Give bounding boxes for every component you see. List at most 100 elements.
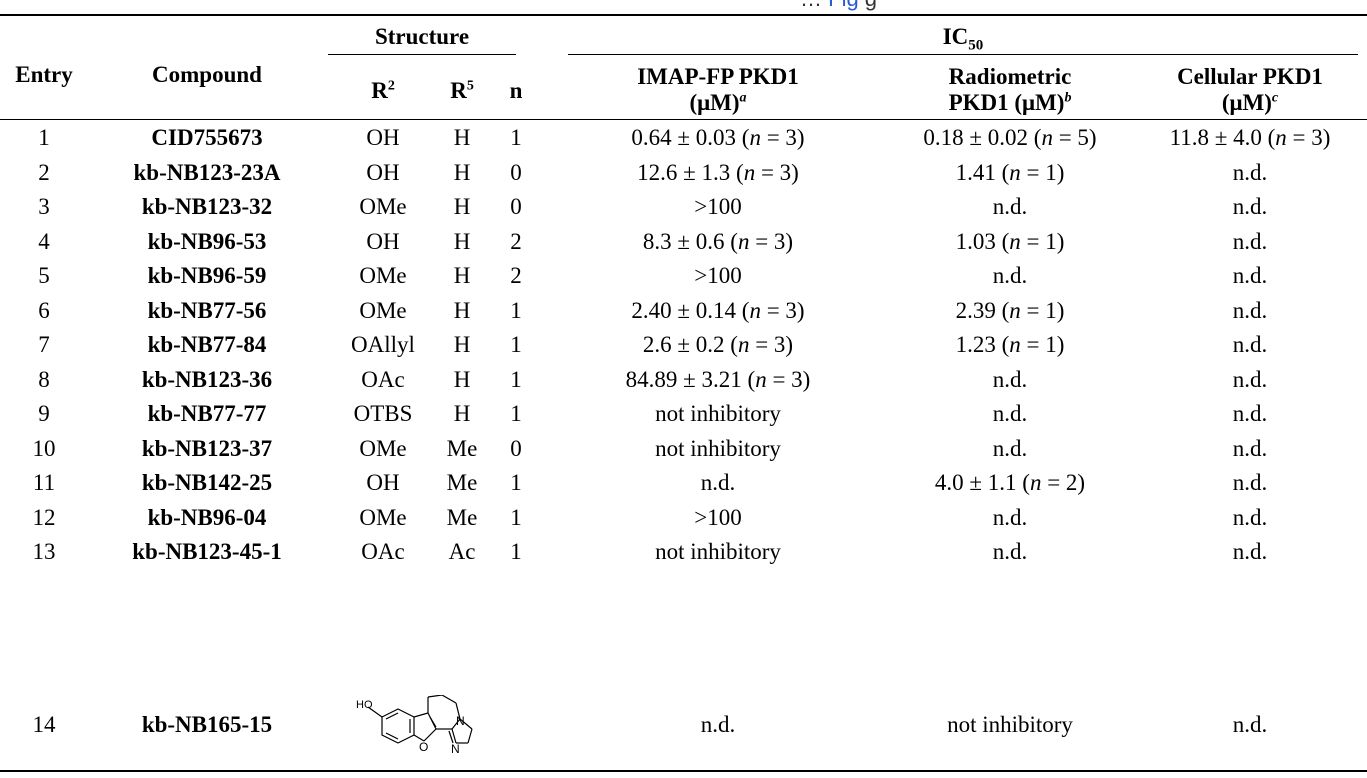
cell-entry: 6 (38, 298, 50, 323)
cell-compound: CID755673 (151, 125, 263, 150)
cell-r2: OH (366, 160, 400, 185)
cell-imap: not inhibitory (655, 436, 781, 461)
cell-cell: n.d. (1232, 298, 1268, 323)
cell-n: 1 (510, 470, 522, 495)
cell-imap: not inhibitory (655, 401, 781, 426)
cell-radio: n.d. (992, 401, 1028, 426)
bottom-rule (0, 770, 1367, 772)
cell-n: 0 (510, 194, 522, 219)
header-imap: IMAP-FP PKD1 (μM)a (637, 64, 799, 115)
cell-compound: kb-NB123-32 (141, 194, 273, 219)
structure-label-n1: N (456, 714, 465, 728)
cell-r2: OH (366, 470, 400, 495)
cell-r2: OMe (359, 194, 407, 219)
cell-r5: H (453, 367, 471, 392)
cell-imap: 84.89 ± 3.21 (n = 3) (625, 367, 811, 392)
cell-entry: 7 (38, 332, 50, 357)
cell-cell: n.d. (1232, 367, 1268, 392)
cell-r5: H (453, 298, 471, 323)
cell-r2: OMe (359, 505, 407, 530)
cell-cell: n.d. (1232, 712, 1268, 737)
cell-imap: 2.40 ± 0.14 (n = 3) (631, 298, 805, 323)
cell-cell: 11.8 ± 4.0 (n = 3) (1169, 125, 1331, 150)
cell-n: 1 (510, 401, 522, 426)
structure-underline (328, 54, 516, 55)
cell-compound: kb-NB142-25 (141, 470, 273, 495)
cell-n: 1 (510, 505, 522, 530)
cell-r5: H (453, 263, 471, 288)
cell-compound: kb-NB77-56 (147, 298, 267, 323)
cell-imap: >100 (694, 263, 742, 288)
cell-imap: 8.3 ± 0.6 (n = 3) (642, 229, 794, 254)
cell-radio: 1.03 (n = 1) (955, 229, 1065, 254)
cell-radio: 2.39 (n = 1) (955, 298, 1065, 323)
header-r5: R5 (450, 78, 474, 103)
cell-n: 0 (510, 436, 522, 461)
cell-n: 1 (510, 125, 522, 150)
cell-cell: n.d. (1232, 539, 1268, 564)
cell-cell: n.d. (1232, 332, 1268, 357)
header-r2: R2 (371, 78, 395, 103)
cell-compound: kb-NB96-53 (147, 229, 267, 254)
header-n: n (509, 78, 523, 103)
header-bottom-rule (0, 119, 1367, 120)
cell-imap: n.d. (700, 712, 736, 737)
cell-imap: 12.6 ± 1.3 (n = 3) (637, 160, 799, 185)
cell-r2: OH (366, 125, 400, 150)
cell-cell: n.d. (1232, 470, 1268, 495)
header-ic50: IC50 (942, 24, 984, 54)
cell-n: 2 (510, 263, 522, 288)
cell-cell: n.d. (1232, 505, 1268, 530)
cell-imap: 0.64 ± 0.03 (n = 3) (631, 125, 805, 150)
structure-label-o: O (419, 740, 428, 754)
header-cellular: Cellular PKD1 (μM)c (1177, 64, 1323, 115)
cell-imap: not inhibitory (655, 539, 781, 564)
cell-imap: >100 (694, 194, 742, 219)
cell-compound: kb-NB123-23A (133, 160, 281, 185)
cell-compound: kb-NB96-04 (147, 505, 267, 530)
cell-n: 1 (510, 539, 522, 564)
top-rule (0, 14, 1367, 16)
cell-radio: n.d. (992, 194, 1028, 219)
cell-radio: 1.41 (n = 1) (955, 160, 1065, 185)
cell-entry: 10 (32, 436, 56, 461)
cell-r2: OH (366, 229, 400, 254)
cell-n: 1 (510, 367, 522, 392)
cell-cell: n.d. (1232, 401, 1268, 426)
cell-entry: 12 (32, 505, 56, 530)
cell-r5: Ac (448, 539, 476, 564)
cell-n: 1 (510, 332, 522, 357)
cell-radio: n.d. (992, 436, 1028, 461)
cell-entry: 13 (32, 539, 56, 564)
cell-cell: n.d. (1232, 263, 1268, 288)
cell-n: 0 (510, 160, 522, 185)
cell-r5: H (453, 125, 471, 150)
cell-cell: n.d. (1232, 160, 1268, 185)
cell-r2: OAllyl (351, 332, 415, 357)
cell-r2: OMe (359, 298, 407, 323)
cell-r2: OMe (359, 263, 407, 288)
cell-r5: H (453, 194, 471, 219)
cell-entry: 5 (38, 263, 50, 288)
cell-r5: Me (446, 505, 478, 530)
cell-imap: n.d. (700, 470, 736, 495)
cell-r2: OAc (361, 367, 405, 392)
cell-compound: kb-NB123-37 (141, 436, 273, 461)
cell-r2: OTBS (353, 401, 413, 426)
cell-radio: 1.23 (n = 1) (955, 332, 1065, 357)
cell-n: 2 (510, 229, 522, 254)
cell-cell: n.d. (1232, 194, 1268, 219)
cell-compound: kb-NB77-84 (147, 332, 267, 357)
cell-r2: OAc (361, 539, 405, 564)
cell-imap: 2.6 ± 0.2 (n = 3) (642, 332, 794, 357)
cell-compound: kb-NB123-45-1 (132, 539, 282, 564)
cell-entry: 14 (32, 712, 56, 737)
header-compound: Compound (152, 62, 262, 87)
cell-entry: 3 (38, 194, 50, 219)
cell-r5: H (453, 332, 471, 357)
cell-compound: kb-NB96-59 (147, 263, 267, 288)
cell-radio: 0.18 ± 0.02 (n = 5) (923, 125, 1097, 150)
cell-compound: kb-NB165-15 (141, 712, 273, 737)
cell-entry: 9 (38, 401, 50, 426)
cell-radio: n.d. (992, 505, 1028, 530)
